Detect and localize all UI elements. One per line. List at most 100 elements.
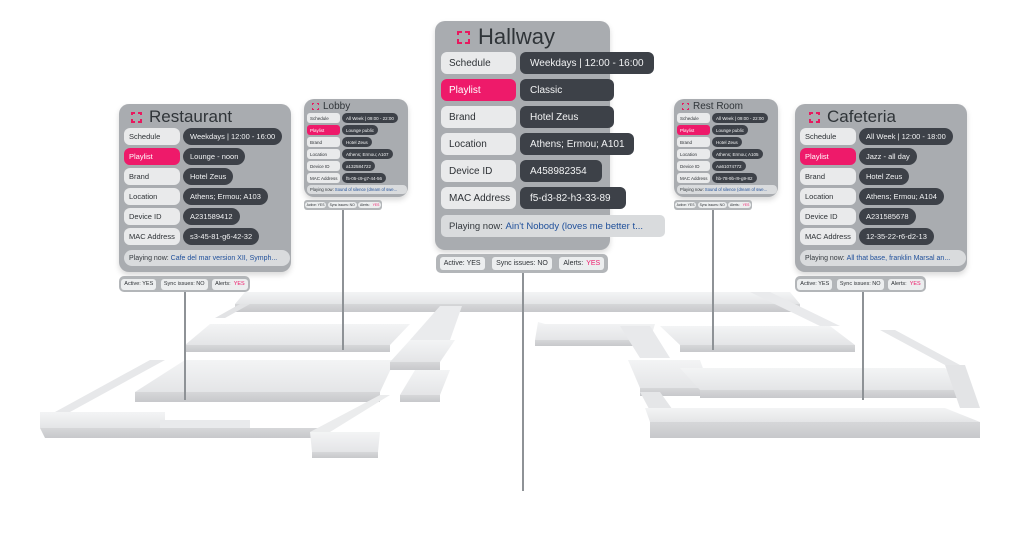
playlist-value[interactable]: Lounge - noon xyxy=(183,148,246,165)
device-id-value[interactable]: Aa61074772 xyxy=(712,161,746,171)
restaurant-pole xyxy=(184,292,186,400)
device-id-label: Device ID xyxy=(124,208,180,225)
cafeteria-pole xyxy=(862,292,864,400)
alerts-value: YES xyxy=(586,260,601,267)
alerts-label: Alerts: xyxy=(215,281,231,287)
focus-icon xyxy=(457,30,470,44)
brand-label: Brand xyxy=(124,168,180,185)
sync-chip: Sync issues: NO xyxy=(160,278,208,290)
mac-label: MAC Address xyxy=(677,173,710,183)
playlist-value[interactable]: Classic xyxy=(520,79,614,101)
sync-chip: Sync issues: NO xyxy=(836,278,884,290)
brand-label: Brand xyxy=(800,168,856,185)
alerts-label: Alerts: xyxy=(891,281,907,287)
mac-value[interactable]: hb-78-9b-r9-g9-82 xyxy=(712,173,757,183)
location-label: Location xyxy=(124,188,180,205)
alerts-label: Alerts: xyxy=(359,203,370,207)
schedule-label: Schedule xyxy=(677,113,710,123)
playlist-label: Playlist xyxy=(124,148,180,165)
playing-now-song: Sound of silence (dream of swe... xyxy=(704,187,768,192)
location-value[interactable]: Athens; Ermou; A107 xyxy=(342,149,393,159)
playing-now-bar[interactable]: Playing now: Cafe del mar version XII, S… xyxy=(124,250,290,266)
device-id-label: Device ID xyxy=(800,208,856,225)
location-value[interactable]: Athens; Ermou; A104 xyxy=(859,188,944,205)
schedule-value[interactable]: All Week | 09:00 - 22:00 xyxy=(712,113,768,123)
mac-value[interactable]: 12-35-22-r6-d2-13 xyxy=(859,228,934,245)
left-outer-wall xyxy=(55,360,165,412)
schedule-value[interactable]: Weekdays | 12:00 - 16:00 xyxy=(520,52,654,74)
playing-now-label: Playing now: xyxy=(680,187,704,192)
schedule-value[interactable]: Weekdays | 12:00 - 16:00 xyxy=(183,128,283,145)
hallway-pole xyxy=(522,273,524,491)
hallway-title: Hallway xyxy=(478,24,556,49)
sync-chip: Sync issues: NO xyxy=(697,202,727,208)
location-label: Location xyxy=(307,149,340,159)
active-chip: Active: YES xyxy=(304,202,327,208)
active-chip: Active: YES xyxy=(439,257,485,270)
restroom-title-bar: Rest Room xyxy=(682,100,743,113)
location-value[interactable]: Athens; Ermou; A101 xyxy=(520,133,634,155)
alerts-chip: Alerts:YES xyxy=(727,202,752,208)
brand-value[interactable]: Hotel Zeus xyxy=(520,106,614,128)
mac-label: MAC Address xyxy=(441,187,516,209)
playlist-value[interactable]: Lounge public xyxy=(712,125,749,135)
schedule-label: Schedule xyxy=(307,113,340,123)
alerts-chip: Alerts:YES xyxy=(888,278,924,290)
playing-now-bar[interactable]: Playing now: Sound of silence (dream of … xyxy=(677,185,777,194)
playing-now-song: Cafe del mar version XII, Symph... xyxy=(170,254,278,262)
sync-chip: Sync issues: NO xyxy=(492,257,552,270)
back-wall xyxy=(235,292,800,304)
mac-value[interactable]: f5-05-c9-g7-44-56 xyxy=(342,173,387,183)
playing-now-bar[interactable]: Playing now: Sound of silence (dream of … xyxy=(307,185,407,194)
brand-label: Brand xyxy=(677,137,710,147)
device-id-value[interactable]: A231589412 xyxy=(183,208,240,225)
mac-label: MAC Address xyxy=(307,173,340,183)
alerts-label: Alerts: xyxy=(563,260,584,267)
alerts-chip: Alerts:YES xyxy=(212,278,248,290)
brand-value[interactable]: Hotel Zeus xyxy=(859,168,910,185)
playing-now-label: Playing now: xyxy=(129,254,169,262)
alerts-value: YES xyxy=(742,203,750,207)
cafeteria-status-bar: Active: YES Sync issues: NO Alerts:YES xyxy=(795,276,926,292)
mac-label: MAC Address xyxy=(800,228,856,245)
device-id-value[interactable]: a132584722 xyxy=(342,161,376,171)
playing-now-bar[interactable]: Playing now: Ain't Nobody (loves me bett… xyxy=(441,215,665,237)
cafeteria-title-bar: Cafeteria xyxy=(809,107,896,127)
brand-value[interactable]: Hotel Zeus xyxy=(712,137,742,147)
playing-now-label: Playing now: xyxy=(310,187,334,192)
playing-now-bar[interactable]: Playing now: All that base, franklin Mar… xyxy=(800,250,966,266)
playing-now-song: Sound of silence (dream of swe... xyxy=(334,187,398,192)
lobby-status-bar: Active: YES Sync issues: NO Alerts:YES xyxy=(304,200,382,210)
active-chip: Active: YES xyxy=(674,202,697,208)
mac-label: MAC Address xyxy=(124,228,180,245)
schedule-label: Schedule xyxy=(124,128,180,145)
schedule-value[interactable]: All Week | 12:00 - 18:00 xyxy=(859,128,953,145)
schedule-label: Schedule xyxy=(800,128,856,145)
playlist-label: Playlist xyxy=(800,148,856,165)
mac-value[interactable]: f5-d3-82-h3-33-89 xyxy=(520,187,626,209)
device-id-label: Device ID xyxy=(441,160,516,182)
schedule-label: Schedule xyxy=(441,52,516,74)
device-id-value[interactable]: A231585678 xyxy=(859,208,916,225)
schedule-value[interactable]: All Week | 09:00 - 22:00 xyxy=(342,113,398,123)
mac-value[interactable]: s3-45-81-g6-42-32 xyxy=(183,228,260,245)
hallway-title-bar: Hallway xyxy=(457,24,555,50)
restroom-status-bar: Active: YES Sync issues: NO Alerts:YES xyxy=(674,200,752,210)
alerts-value: YES xyxy=(909,281,921,287)
brand-label: Brand xyxy=(307,137,340,147)
playlist-label: Playlist xyxy=(677,125,710,135)
playlist-value[interactable]: Lounge public xyxy=(342,125,379,135)
playlist-value[interactable]: Jazz - all day xyxy=(859,148,917,165)
brand-value[interactable]: Hotel Zeus xyxy=(342,137,372,147)
brand-value[interactable]: Hotel Zeus xyxy=(183,168,234,185)
location-value[interactable]: Athens; Ermou; A103 xyxy=(183,188,268,205)
location-value[interactable]: Athens; Ermou; A105 xyxy=(712,149,763,159)
device-id-value[interactable]: A458982354 xyxy=(520,160,602,182)
device-id-label: Device ID xyxy=(677,161,710,171)
